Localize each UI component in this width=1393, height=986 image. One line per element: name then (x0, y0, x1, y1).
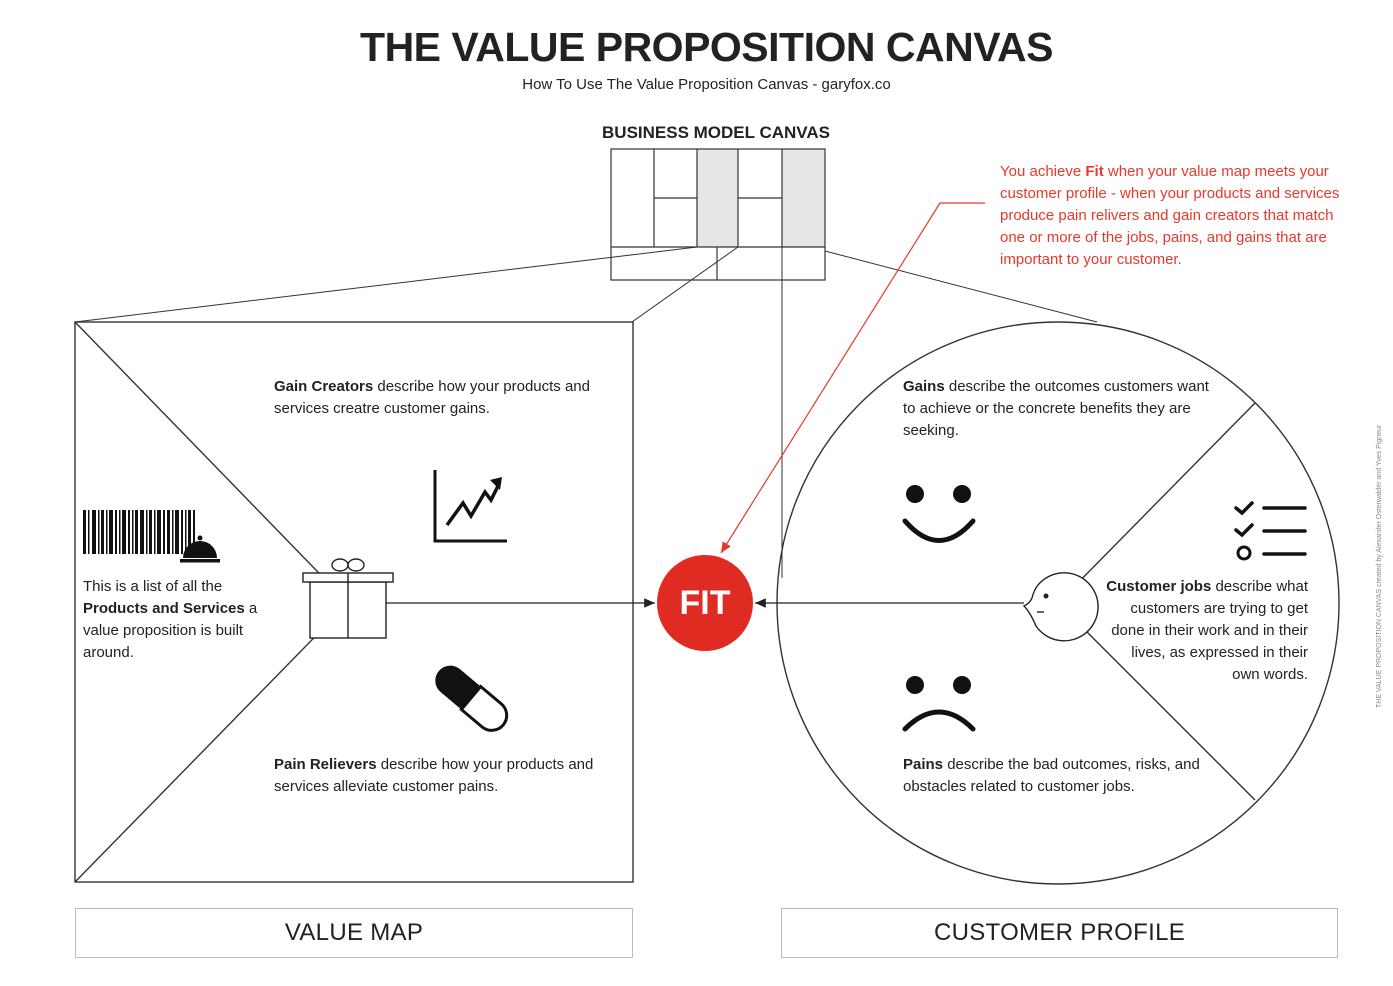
smiley-icon (902, 485, 976, 543)
business-model-canvas-label: BUSINESS MODEL CANVAS (602, 123, 830, 142)
checklist-icon (1234, 501, 1307, 561)
gains-text: Gains describe the outcomes customers wa… (903, 378, 1209, 439)
pains-text: Pains describe the bad outcomes, risks, … (903, 756, 1200, 795)
gain-creators-text: Gain Creators describe how your products… (274, 378, 590, 417)
products-services-text: This is a list of all the Products and S… (83, 578, 258, 661)
fit-explanation-note: You achieve Fit when your value map meet… (1000, 163, 1340, 268)
fit-note-arrow (720, 202, 985, 554)
sad-face-icon (902, 676, 976, 732)
business-model-canvas-grid (610, 148, 826, 281)
customer-jobs-text: Customer jobs describe what customers ar… (1106, 578, 1308, 683)
value-map-label: VALUE MAP (75, 908, 633, 958)
barcode-icon (83, 510, 195, 554)
pill-icon (435, 665, 509, 732)
projection-lines (74, 246, 1098, 578)
value-map-square (74, 321, 634, 883)
page-title: THE VALUE PROPOSITION CANVAS (360, 24, 1053, 70)
page-subtitle: How To Use The Value Proposition Canvas … (522, 76, 891, 93)
service-bell-icon (180, 535, 220, 563)
gift-icon (302, 558, 394, 639)
pain-relievers-text: Pain Relievers describe how your product… (274, 756, 594, 795)
customer-profile-label: CUSTOMER PROFILE (781, 908, 1338, 958)
fit-circle: FIT (657, 555, 753, 651)
customer-face-icon (1022, 572, 1099, 642)
growth-chart-icon (433, 470, 507, 543)
side-credit: THE VALUE PROPOSITION CANVAS created by … (1376, 424, 1383, 708)
